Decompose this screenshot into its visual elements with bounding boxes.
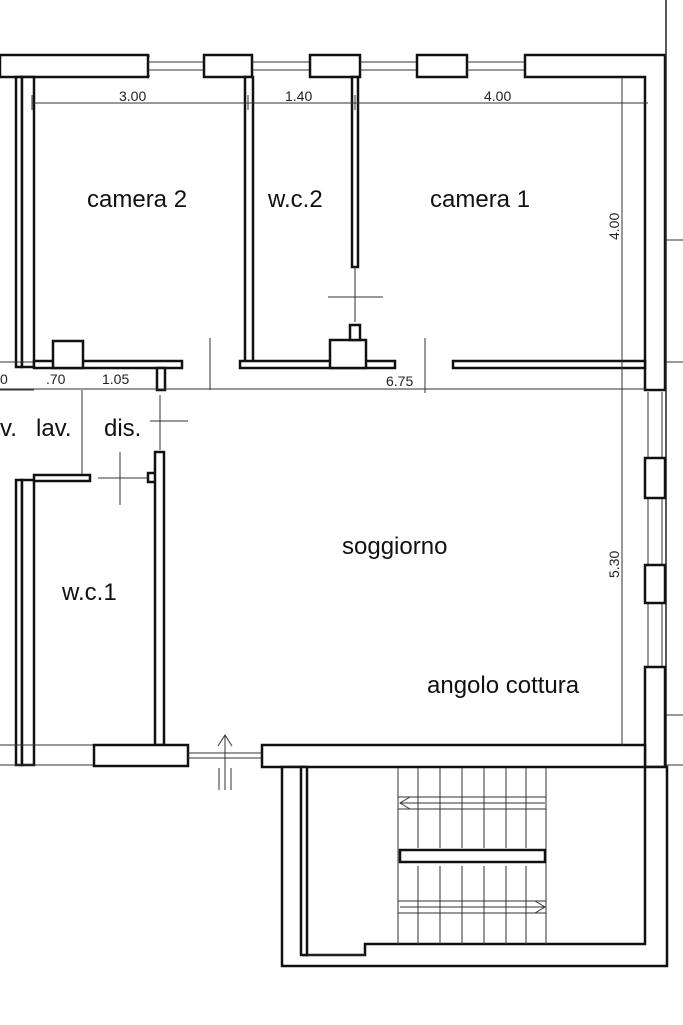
dim-1-05: 1.05 — [102, 371, 129, 387]
dim-4-00-top: 4.00 — [484, 88, 511, 104]
dis-walls — [32, 390, 188, 747]
living-bottom-wall — [0, 743, 647, 769]
stairwell — [280, 765, 669, 968]
room-dis: dis. — [104, 415, 141, 442]
right-wall-lower — [643, 392, 667, 769]
room-wc-2: w.c.2 — [267, 186, 323, 213]
room-soggiorno: soggiorno — [342, 533, 447, 560]
left-walls — [0, 75, 36, 767]
dim-6-75: 6.75 — [386, 373, 413, 389]
dimension-lines — [31, 77, 648, 745]
dim-3-00: 3.00 — [119, 88, 146, 104]
dim-4-00-side: 4.00 — [606, 213, 622, 240]
wall-camera2-wc2 — [243, 75, 255, 364]
top-wall — [0, 53, 667, 392]
dim-0: 0 — [0, 371, 8, 387]
dim-5-30: 5.30 — [606, 551, 622, 578]
room-angolo-cottura: angolo cottura — [427, 672, 580, 699]
dim-1-40: 1.40 — [285, 88, 312, 104]
dim-0-70: .70 — [46, 371, 66, 387]
room-camera-2: camera 2 — [87, 186, 187, 213]
room-lav: lav. — [36, 415, 72, 442]
bedroom-bottom-wall — [32, 323, 647, 392]
room-camera-1: camera 1 — [430, 186, 530, 213]
room-lav-left: v. — [0, 415, 17, 442]
entrance-arrow — [217, 734, 233, 790]
room-wc-1: w.c.1 — [61, 579, 117, 606]
